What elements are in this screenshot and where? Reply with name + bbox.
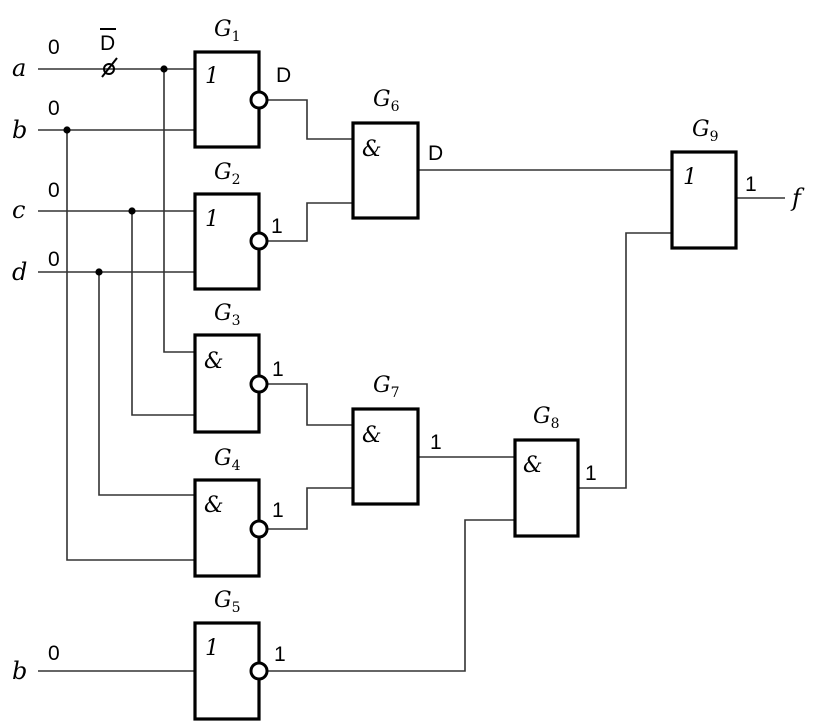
gate-g8 xyxy=(513,438,580,538)
gate-g5-symbol: 1 xyxy=(205,636,219,661)
gate-g2-symbol: 1 xyxy=(205,207,219,232)
inverter-bubble xyxy=(249,374,269,394)
junction-b xyxy=(63,126,71,134)
value-c-in: 0 xyxy=(48,179,60,202)
inverter-bubble xyxy=(249,519,269,539)
value-a-fault: D xyxy=(100,32,115,55)
gate-g3-symbol: & xyxy=(204,349,224,374)
inverter-bubble xyxy=(249,661,269,681)
gate-g1-symbol: 1 xyxy=(205,64,219,89)
value-d-in: 0 xyxy=(48,248,60,271)
wire-g4-to-g7 xyxy=(268,487,353,530)
gate-g2-label: G2 xyxy=(214,160,241,188)
wire-g5-to-g8 xyxy=(268,519,515,672)
input-label-b: b xyxy=(12,116,27,144)
wire-g2-to-g6 xyxy=(268,202,353,242)
value-b2-in: 0 xyxy=(48,642,60,665)
fault-slash xyxy=(101,57,118,78)
fault-mark xyxy=(101,57,118,78)
inverter-bubble xyxy=(249,231,269,251)
input-label-d: d xyxy=(12,258,27,286)
value-g7-out: 1 xyxy=(430,431,442,454)
junction-c xyxy=(128,207,136,215)
gate-g1 xyxy=(193,50,269,149)
gate-g9-label: G9 xyxy=(692,117,719,145)
inverter-bubble xyxy=(249,90,269,110)
junctions xyxy=(63,65,168,276)
input-label-b2: b xyxy=(12,657,27,685)
gate-g7 xyxy=(351,407,420,506)
value-g8-out: 1 xyxy=(585,462,597,485)
input-label-c: c xyxy=(12,196,25,224)
gate-g9 xyxy=(670,150,738,250)
value-g1-out: D xyxy=(276,64,291,87)
output-label-f: f xyxy=(790,184,805,212)
value-g6-out: D xyxy=(428,142,443,165)
gate-g6 xyxy=(351,121,420,220)
value-a-in: 0 xyxy=(48,36,60,59)
value-b-in: 0 xyxy=(48,97,60,120)
value-g5-out: 1 xyxy=(274,643,286,666)
wires xyxy=(38,68,785,672)
wire-d-to-g4 xyxy=(98,272,195,496)
input-label-a: a xyxy=(12,54,26,82)
value-g4-out: 1 xyxy=(272,499,284,522)
wire-g3-to-g7 xyxy=(268,383,353,426)
gate-g4 xyxy=(193,478,269,578)
gate-g6-label: G6 xyxy=(373,87,400,115)
gate-g4-symbol: & xyxy=(204,493,224,518)
gate-g7-symbol: & xyxy=(362,423,382,448)
wire-g8-to-g9 xyxy=(578,232,672,489)
value-g9-out: 1 xyxy=(745,173,757,196)
junction-d xyxy=(95,268,103,276)
gate-g3-label: G3 xyxy=(214,301,241,329)
gate-g6-symbol: & xyxy=(362,137,382,162)
gate-g8-symbol: & xyxy=(523,453,543,478)
gate-g9-symbol: 1 xyxy=(683,165,697,190)
wire-g1-to-g6 xyxy=(268,99,353,140)
gate-g3 xyxy=(193,333,269,434)
fault-circle xyxy=(103,63,115,75)
gate-g5 xyxy=(193,621,269,721)
gate-g7-label: G7 xyxy=(373,373,400,401)
wire-b-to-g4 xyxy=(66,130,195,561)
gate-g8-label: G8 xyxy=(533,404,560,432)
gate-g4-label: G4 xyxy=(214,446,241,474)
value-g2-out: 1 xyxy=(271,215,283,238)
gate-g2 xyxy=(193,192,269,291)
junction-a xyxy=(160,65,168,73)
value-g3-out: 1 xyxy=(272,358,284,381)
gate-g5-label: G5 xyxy=(214,588,241,616)
wire-c-to-g3 xyxy=(131,211,195,416)
gate-g1-label: G1 xyxy=(214,17,241,45)
wire-a-to-g3 xyxy=(163,69,195,353)
